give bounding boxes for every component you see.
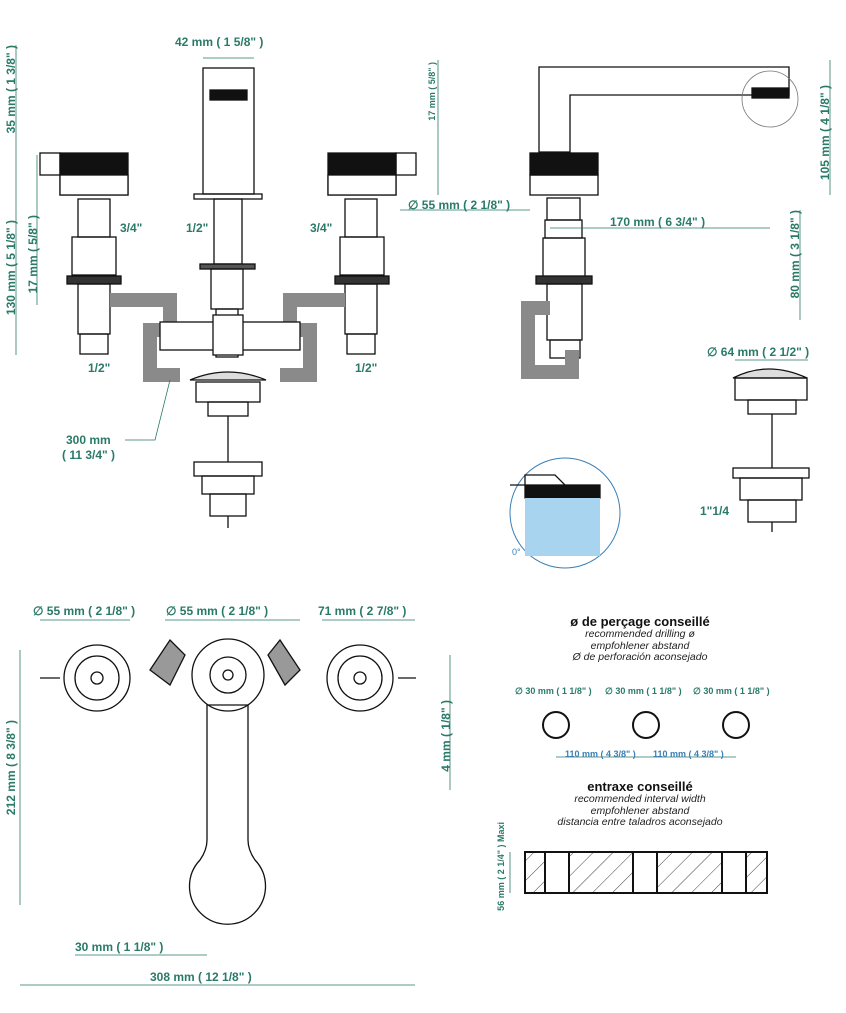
drilling-plan [542, 711, 750, 739]
interval-subtitle-es: distancia entre taladros aconsejado [557, 816, 723, 829]
thread-right-label: 3/4" [310, 221, 333, 235]
left-rosette-dimension: ∅ 55 mm ( 2 1/8" ) [33, 604, 136, 618]
handle-height-dimension: 35 mm ( 1 3/8" ) [4, 45, 18, 134]
drilling-subtitle-es: Ø de perforación aconsejado [572, 651, 708, 664]
drilling-title-block: ø de perçage conseillé recommended drill… [500, 614, 780, 664]
interval-title: entraxe conseillé [587, 779, 693, 794]
hole-diameter-3: ∅ 30 mm ( 1 1/8" ) [693, 686, 770, 696]
right-offset-dimension: 17 mm ( 5/8" ) [427, 62, 437, 121]
thread-left-label: 3/4" [120, 221, 143, 235]
center-rosette-dimension: ∅ 55 mm ( 2 1/8" ) [166, 604, 269, 618]
spout-height-dimension: 105 mm ( 4 1/8" ) [818, 85, 832, 181]
handle-spacing-dimension: 71 mm ( 2 7/8" ) [318, 604, 407, 618]
hose-length-dimension: 300 mm [66, 433, 111, 447]
hole-diameter-2: ∅ 30 mm ( 1 1/8" ) [605, 686, 682, 696]
waste-diameter-dimension: ∅ 64 mm ( 2 1/2" ) [707, 345, 810, 359]
lever-width-dimension: 30 mm ( 1 1/8" ) [75, 940, 164, 954]
left-offset-dimension: 17 mm ( 5/8" ) [26, 215, 40, 294]
under-height-dimension: 80 mm ( 3 1/8" ) [788, 210, 802, 299]
top-view [40, 638, 416, 925]
hole-diameter-1: ∅ 30 mm ( 1 1/8" ) [515, 686, 592, 696]
spout-width-dimension: 42 mm ( 1 5/8" ) [175, 35, 264, 49]
dimension-lines [15, 45, 831, 986]
drilling-title: ø de perçage conseillé [570, 614, 710, 629]
thread-center-label: 1/2" [186, 221, 209, 235]
offset-dimension: 4 mm ( 1/8" ) [439, 700, 453, 772]
interval-subtitle-en: recommended interval width [574, 793, 706, 806]
depth-dimension: 212 mm ( 8 3/8" ) [4, 720, 18, 816]
hose-length-inches: ( 11 3/4" ) [62, 448, 116, 462]
reach-dimension: 170 mm ( 6 3/4" ) [610, 215, 706, 229]
interval-plan [524, 851, 768, 894]
total-width-dimension: 308 mm ( 12 1/8" ) [150, 970, 252, 984]
body-height-dimension: 130 mm ( 5 1/8" ) [4, 220, 18, 316]
handle-diameter-dimension: ∅ 55 mm ( 2 1/8" ) [408, 198, 511, 212]
side-view [509, 66, 810, 569]
front-view [39, 67, 417, 528]
outlet-left-label: 1/2" [88, 361, 111, 375]
angle-label: 0° [512, 547, 521, 557]
max-thickness-dimension: 56 mm ( 2 1/4" ) Maxi [496, 822, 506, 911]
hole-spacing-2: 110 mm ( 4 3/8" ) [653, 749, 724, 759]
hole-spacing-1: 110 mm ( 4 3/8" ) [565, 749, 636, 759]
drilling-subtitle-en: recommended drilling ø [585, 628, 695, 641]
waste-thread-label: 1"1/4 [700, 504, 730, 518]
interval-title-block: entraxe conseillé recommended interval w… [500, 779, 780, 829]
outlet-right-label: 1/2" [355, 361, 378, 375]
interval-subtitle-de: empfohlener abstand [590, 804, 690, 817]
drilling-subtitle-de: empfohlener abstand [590, 639, 690, 652]
